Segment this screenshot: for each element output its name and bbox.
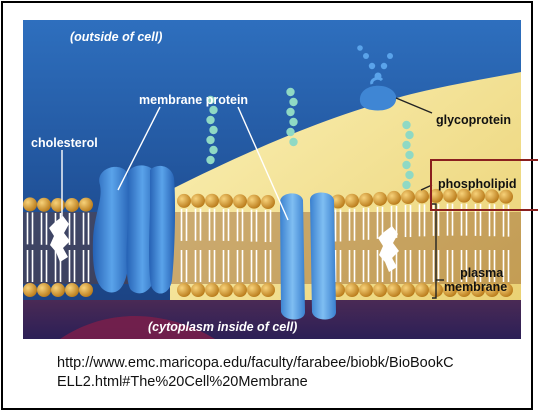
glycoprotein-label: glycoprotein (436, 113, 511, 127)
plasma-membrane-label-line2: membrane (444, 280, 507, 294)
sugar-bead (206, 136, 214, 144)
lipid-head (191, 283, 205, 297)
lipid-head (205, 194, 219, 208)
lipid-head (219, 283, 233, 297)
lipid-head (51, 283, 65, 297)
lipid-head (387, 283, 401, 297)
lipid-head (359, 193, 373, 207)
lipid-head (79, 198, 93, 212)
plasma-membrane-label: plasma membrane (456, 266, 507, 295)
plasma-membrane-label-line1: plasma (456, 266, 507, 280)
lipid-head (37, 283, 51, 297)
lipid-head (415, 189, 429, 203)
sugar-bead (286, 108, 294, 116)
lipid-head (177, 283, 191, 297)
sugar-bead (289, 138, 297, 146)
lipid-head (219, 194, 233, 208)
sugar-bead (289, 118, 297, 126)
lipid-head (23, 197, 37, 211)
sugar-bead (402, 161, 410, 169)
phospholipid-label: phospholipid (438, 177, 516, 191)
lipid-head (345, 283, 359, 297)
lipid-head (401, 283, 415, 297)
lipid-head (261, 195, 275, 209)
lipid-head (247, 283, 261, 297)
lipid-head (65, 198, 79, 212)
lipid-head (51, 198, 65, 212)
sugar-bead (206, 116, 214, 124)
sugar-bead (402, 181, 410, 189)
lipid-head (401, 190, 415, 204)
sugar-bead (402, 141, 410, 149)
sugar-bead (402, 121, 410, 129)
membrane-protein-large (93, 165, 175, 293)
lipid-head (373, 192, 387, 206)
lipid-head (177, 194, 191, 208)
lipid-head (247, 195, 261, 209)
sugar-bead (289, 98, 297, 106)
lipid-head (415, 283, 429, 297)
lipid-head (261, 283, 275, 297)
lipid-head (233, 194, 247, 208)
lipid-head (191, 194, 205, 208)
source-url-line1[interactable]: http://www.emc.maricopa.edu/faculty/fara… (57, 354, 527, 373)
lipid-head (233, 283, 247, 297)
lipid-head (373, 283, 387, 297)
lipid-head (205, 283, 219, 297)
source-url-line2[interactable]: ELL2.html#The%20Cell%20Membrane (57, 373, 527, 392)
cholesterol-label: cholesterol (31, 136, 98, 150)
sugar-bead (405, 131, 413, 139)
outside-of-cell-label: (outside of cell) (70, 30, 162, 44)
membrane-protein-label: membrane protein (139, 93, 248, 107)
lipid-head (387, 191, 401, 205)
lipid-head (37, 198, 51, 212)
lipid-head (79, 283, 93, 297)
lipid-head (65, 283, 79, 297)
source-url-caption[interactable]: http://www.emc.maricopa.edu/faculty/fara… (57, 354, 527, 392)
sugar-bead (209, 126, 217, 134)
sugar-bead (286, 88, 294, 96)
lipid-head (23, 283, 37, 297)
sugar-bead (405, 151, 413, 159)
sugar-bead (286, 128, 294, 136)
sugar-bead (206, 156, 214, 164)
sugar-bead (405, 171, 413, 179)
lipid-head (345, 194, 359, 208)
cytoplasm-label: (cytoplasm inside of cell) (148, 320, 297, 334)
lipid-head (359, 283, 373, 297)
sugar-bead (209, 146, 217, 154)
